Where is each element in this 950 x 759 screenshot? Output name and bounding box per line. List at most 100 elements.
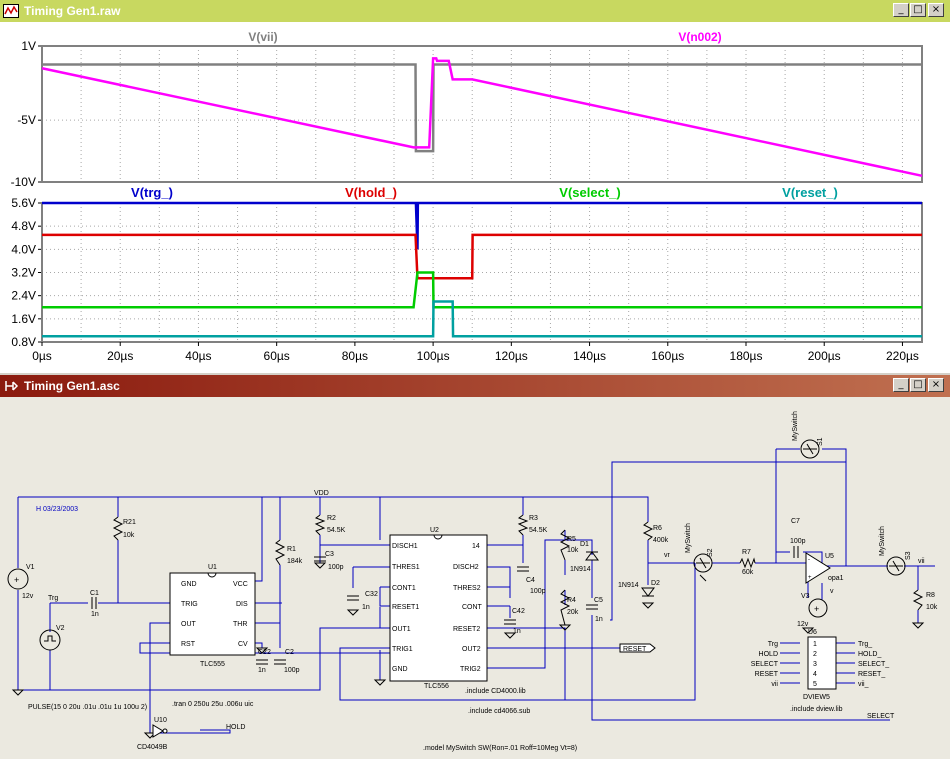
u1-pin-out: OUT bbox=[181, 621, 197, 628]
u5-model: opa1 bbox=[828, 575, 844, 582]
net-vr-label: vr bbox=[664, 552, 671, 559]
s3-model: MySwitch bbox=[879, 526, 886, 556]
r6-value: 400k bbox=[653, 537, 669, 544]
c2-name: C2 bbox=[285, 649, 294, 656]
schematic-close-button[interactable]: × bbox=[928, 378, 944, 392]
maximize-button[interactable]: □ bbox=[910, 3, 926, 17]
net-select-label: SELECT bbox=[867, 713, 895, 720]
waveform-window: Timing Gen1.raw _ □ × V(vii) V(n002) V(t… bbox=[0, 0, 950, 373]
date-comment: H 03/23/2003 bbox=[36, 506, 78, 513]
ic-u1-tlc555[interactable]: U1 TLC555 GND TRIG OUT RST VCC DIS THR C… bbox=[169, 564, 256, 668]
resistor-r21[interactable]: R21 10k bbox=[112, 516, 136, 541]
u2-pin-disch2: DISCH2 bbox=[453, 564, 479, 571]
r4-name: R4 bbox=[567, 597, 576, 604]
capacitor-c1[interactable]: C1 1n bbox=[90, 590, 99, 618]
capacitor-c4[interactable]: C4 100p bbox=[517, 566, 546, 595]
c22-value: 1n bbox=[258, 667, 266, 674]
legend-trg[interactable]: V(trg_) bbox=[131, 185, 173, 200]
resistor-r6[interactable]: R6 400k bbox=[642, 521, 669, 544]
resistor-r8[interactable]: R8 10k bbox=[912, 589, 938, 611]
voltage-source-v1[interactable]: + V1 12v bbox=[7, 564, 35, 600]
include-cd4000-directive[interactable]: .include CD4000.lib bbox=[465, 688, 526, 695]
voltage-source-v2[interactable]: V2 Trg bbox=[39, 595, 65, 651]
v1-value: 12v bbox=[22, 593, 34, 600]
minimize-button[interactable]: _ bbox=[893, 3, 909, 17]
capacitor-c2[interactable]: C2 100p bbox=[274, 649, 300, 674]
u2-pin-cont1: CONT1 bbox=[392, 585, 416, 592]
u5-name: U5 bbox=[825, 553, 834, 560]
legend-reset[interactable]: V(reset_) bbox=[782, 185, 838, 200]
schematic-maximize-button[interactable]: □ bbox=[910, 378, 926, 392]
pulse-directive[interactable]: PULSE(15 0 20u .01u .01u 1u 100u 2) bbox=[28, 704, 147, 711]
r4-value: 20k bbox=[567, 609, 579, 616]
r21-value: 10k bbox=[123, 532, 135, 539]
switch-s1[interactable]: S1 MySwitch bbox=[792, 411, 824, 459]
tran-directive[interactable]: .tran 0 250u 25u .006u uic bbox=[172, 701, 254, 708]
u1-pin-rst: RST bbox=[181, 641, 196, 648]
c4-value: 100p bbox=[530, 588, 546, 595]
switch-s2[interactable]: S2 MySwitch bbox=[685, 523, 714, 573]
u6-name: U6 bbox=[808, 629, 817, 636]
series-line-0-0 bbox=[42, 63, 922, 153]
u6-in-hold: HOLD bbox=[759, 651, 778, 658]
waveform-chart[interactable]: V(vii) V(n002) V(trg_) V(hold_) V(select… bbox=[0, 0, 950, 373]
legend-select[interactable]: V(select_) bbox=[559, 185, 620, 200]
xtick-label-4: 80µs bbox=[342, 349, 368, 363]
include-cd4066-directive[interactable]: .include cd4066.sub bbox=[468, 708, 530, 715]
resistor-r1[interactable]: R1 184k bbox=[274, 539, 303, 566]
resistor-r4[interactable]: R4 20k bbox=[559, 589, 579, 626]
legend-hold[interactable]: V(hold_) bbox=[345, 185, 397, 200]
series-line-1-0 bbox=[42, 201, 922, 250]
u6-in-trg: Trg bbox=[768, 641, 778, 648]
voltage-source-v3[interactable]: + V3 12v bbox=[797, 593, 828, 628]
net-reset-label: RESET bbox=[623, 646, 647, 653]
capacitor-c22[interactable]: C22 1n bbox=[256, 649, 271, 674]
waveform-titlebar[interactable]: Timing Gen1.raw _ □ × bbox=[0, 0, 950, 22]
legend-vii[interactable]: V(vii) bbox=[248, 30, 277, 44]
schematic-canvas[interactable]: + V1 12v V2 Trg R21 10k C1 1n bbox=[0, 397, 950, 759]
diode-d2[interactable]: D2 1N914 bbox=[618, 580, 660, 597]
u2-pin-thres2: THRES2 bbox=[453, 585, 481, 592]
resistor-r7[interactable]: R7 60k bbox=[739, 549, 756, 576]
r1-name: R1 bbox=[287, 546, 296, 553]
u6-in-reset: RESET bbox=[755, 671, 779, 678]
capacitor-c5[interactable]: C5 1n bbox=[586, 597, 603, 623]
schematic-minimize-button[interactable]: _ bbox=[893, 378, 909, 392]
resistor-r2[interactable]: R2 54.5K bbox=[314, 514, 346, 536]
d1-name: D1 bbox=[580, 541, 589, 548]
plot-frame-0 bbox=[41, 45, 923, 183]
schematic-titlebar[interactable]: Timing Gen1.asc _ □ × bbox=[0, 375, 950, 397]
c1-value: 1n bbox=[91, 611, 99, 618]
u2-pin-reset1: RESET1 bbox=[392, 604, 419, 611]
capacitor-c42[interactable]: C42 1n bbox=[504, 608, 525, 635]
diode-d1[interactable]: D1 1N914 bbox=[570, 541, 599, 573]
wires bbox=[17, 448, 935, 734]
ytick-label-1-3: 3.2V bbox=[11, 266, 36, 280]
u6-pin3: 3 bbox=[813, 661, 817, 668]
model-directive[interactable]: .model MySwitch SW(Ron=.01 Roff=10Meg Vt… bbox=[423, 745, 577, 752]
ic-u6-dview5[interactable]: U6 DVIEW5 1 2 3 4 5 Trg HOLD SELECT RESE… bbox=[751, 629, 889, 701]
ytick-label-1-4: 2.4V bbox=[11, 289, 36, 303]
legend-n002[interactable]: V(n002) bbox=[678, 30, 721, 44]
v3-value: 12v bbox=[797, 621, 809, 628]
ytick-label-0-2: -10V bbox=[11, 175, 36, 189]
include-dview-directive[interactable]: .include dview.lib bbox=[790, 706, 843, 713]
close-button[interactable]: × bbox=[928, 3, 944, 17]
capacitor-c7[interactable]: C7 100p bbox=[790, 518, 806, 558]
resistor-r3[interactable]: R3 54.5K bbox=[517, 514, 548, 536]
resistor-r5[interactable]: R5 10k bbox=[559, 529, 579, 561]
capacitor-c3[interactable]: C3 100p bbox=[314, 551, 344, 571]
reset-port-flag[interactable]: RESET bbox=[619, 643, 656, 653]
switch-s3[interactable]: S3 MySwitch bbox=[879, 526, 912, 576]
ic-u2-tlc556[interactable]: U2 TLC556 DISCH1 THRES1 CONT1 RESET1 OUT… bbox=[389, 527, 488, 690]
inverter-u10[interactable]: U10 CD4049B bbox=[137, 717, 168, 751]
net-v-label: v bbox=[830, 588, 834, 595]
capacitor-c32[interactable]: C32 1n bbox=[347, 591, 378, 611]
opamp-u5[interactable]: - + U5 opa1 bbox=[805, 552, 844, 584]
r7-value: 60k bbox=[742, 569, 754, 576]
net-vii-label: vii bbox=[918, 558, 925, 565]
grounds bbox=[11, 562, 925, 739]
u6-in-select: SELECT bbox=[751, 661, 779, 668]
ytick-label-1-5: 1.6V bbox=[11, 312, 36, 326]
ytick-label-1-6: 0.8V bbox=[11, 335, 36, 349]
